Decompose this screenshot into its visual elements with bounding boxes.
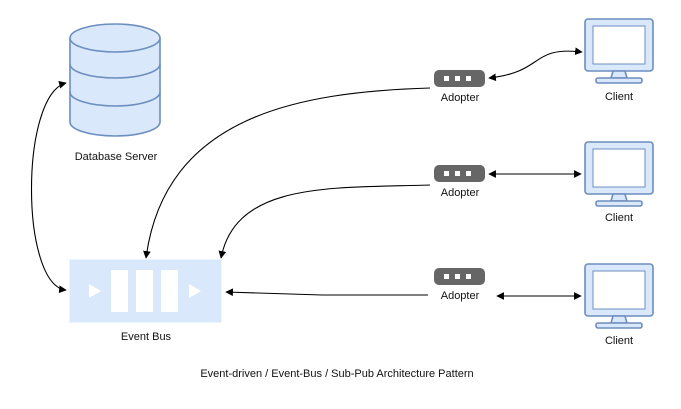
- client-1-label: Client: [605, 91, 633, 103]
- database-icon: [69, 23, 161, 137]
- database-node: Database Server: [69, 23, 161, 163]
- edge-adopter1-client1: [488, 47, 583, 82]
- database-label: Database Server: [75, 151, 158, 163]
- client-node-1: Client: [584, 18, 654, 103]
- client-node-3: Client: [584, 263, 654, 347]
- adopter-device-icon: [434, 70, 485, 87]
- edge-adopter1-eventbus: [143, 87, 431, 259]
- client-node-2: Client: [584, 141, 654, 224]
- event-bus-label: Event Bus: [121, 331, 172, 343]
- monitor-icon: [584, 18, 654, 84]
- edge-adopter2-eventbus: [218, 184, 431, 259]
- event-bus-queue-icon: [69, 259, 222, 323]
- edge-adopter3-eventbus: [225, 288, 428, 297]
- adopter-node-3: Adopter: [434, 268, 485, 302]
- client-2-label: Client: [605, 212, 633, 224]
- edge-database-eventbus: [31, 81, 67, 294]
- adopter-device-icon: [434, 268, 485, 285]
- edges: [31, 47, 583, 300]
- adopter-3-label: Adopter: [441, 290, 480, 302]
- adopter-2-label: Adopter: [441, 187, 480, 199]
- event-bus-node: Event Bus: [69, 259, 222, 343]
- adopter-node-1: Adopter: [434, 70, 485, 104]
- client-3-label: Client: [605, 335, 633, 347]
- monitor-icon: [584, 141, 654, 207]
- monitor-icon: [584, 263, 654, 329]
- adopter-node-2: Adopter: [434, 165, 485, 199]
- adopter-device-icon: [434, 165, 485, 182]
- adopter-1-label: Adopter: [441, 92, 480, 104]
- diagram-caption: Event-driven / Event-Bus / Sub-Pub Archi…: [200, 368, 473, 380]
